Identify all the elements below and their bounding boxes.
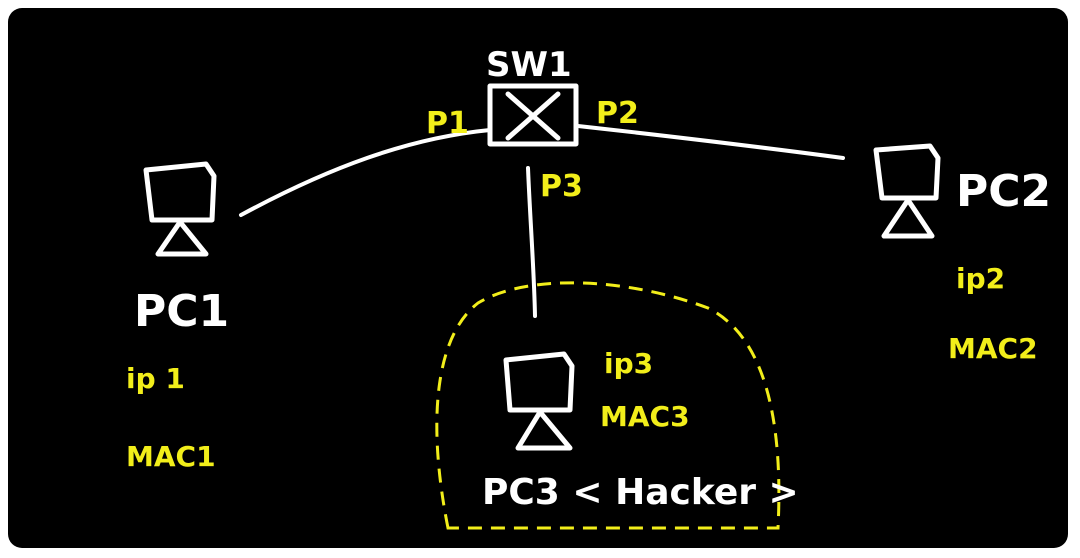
- pc2-mac: MAC2: [948, 332, 1038, 365]
- link-pc1-sw1: [239, 128, 492, 217]
- pc2-name: PC2: [956, 166, 1051, 217]
- link-sw1-pc3: [526, 166, 537, 318]
- link-sw1-pc2: [576, 124, 845, 160]
- pc1-ip: ip 1: [126, 362, 185, 395]
- switch-icon: [487, 83, 579, 147]
- pc3-mac: MAC3: [600, 400, 690, 433]
- diagram-board: SW1 P1 P2 P3 PC1 ip 1 MAC1 PC2 ip2 MAC2 …: [8, 8, 1068, 548]
- port-p3-label: P3: [540, 169, 583, 204]
- switch-name: SW1: [486, 45, 572, 85]
- pc2-ip: ip2: [956, 262, 1005, 295]
- pc2-computer-icon: [873, 143, 941, 239]
- hacker-zone-outline: [435, 281, 781, 530]
- pc3-name: PC3 < Hacker >: [482, 472, 799, 513]
- port-p1-label: P1: [426, 106, 469, 141]
- network-diagram: SW1 P1 P2 P3 PC1 ip 1 MAC1 PC2 ip2 MAC2 …: [126, 45, 1051, 530]
- pc3-computer-icon: [503, 351, 575, 451]
- port-p2-label: P2: [596, 96, 639, 131]
- pc1-name: PC1: [134, 286, 229, 337]
- pc1-computer-icon: [143, 161, 217, 257]
- pc3-ip: ip3: [604, 347, 653, 380]
- pc1-mac: MAC1: [126, 440, 216, 473]
